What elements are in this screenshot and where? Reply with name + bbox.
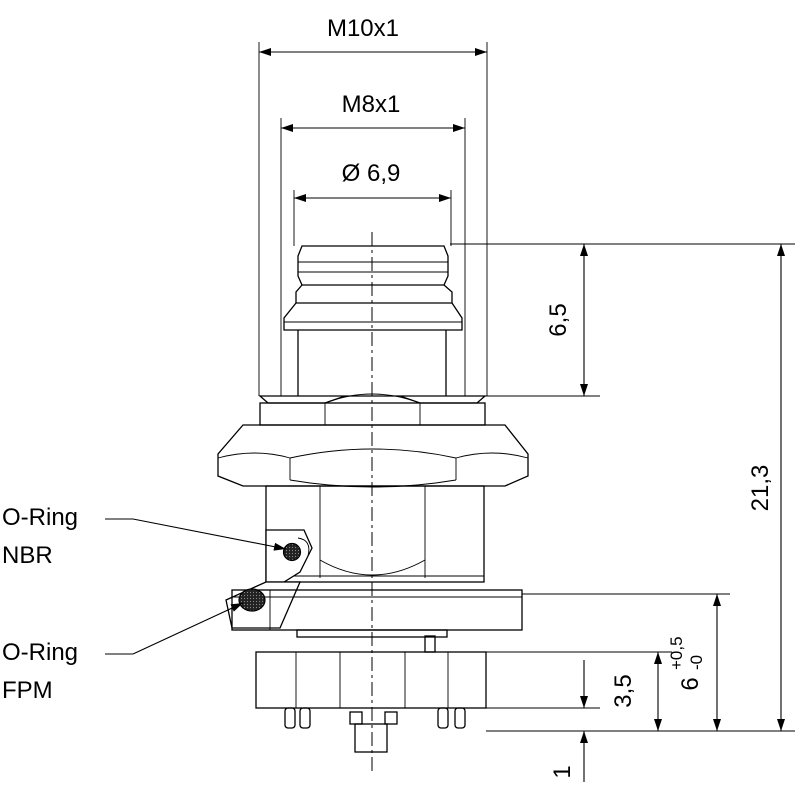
dimension-6-flange <box>522 593 730 731</box>
flange-tolerance-plus: +0,5 <box>667 636 686 670</box>
o-ring-fpm <box>238 588 266 612</box>
oring-nbr-label-line2: NBR <box>2 542 53 569</box>
total-height-label: 21,3 <box>747 465 774 512</box>
dimension-6-5 <box>450 243 795 397</box>
flange-height-label: 6 <box>677 677 704 690</box>
pin-length-label: 1 <box>549 765 576 778</box>
oring-nbr-leader <box>105 518 287 551</box>
dimension-m10x1 <box>258 42 488 396</box>
pcb-base <box>255 635 487 753</box>
oring-fpm-label-line1: O-Ring <box>2 639 78 666</box>
o-ring-nbr <box>282 537 310 562</box>
hex-nut <box>217 424 529 488</box>
top-height-label: 6,5 <box>545 303 572 336</box>
dimension-3-5 <box>486 651 672 731</box>
dimension-1 <box>465 660 600 782</box>
oring-fpm-leader <box>105 602 244 655</box>
flange-height-label-group: 6 +0,5 -0 <box>667 636 706 690</box>
dimension-diameter <box>293 190 452 246</box>
dimension-m8x1 <box>280 118 466 396</box>
connector-body <box>225 485 485 629</box>
flange-tolerance-minus: -0 <box>687 655 706 670</box>
m8x1-label: M8x1 <box>342 91 401 118</box>
m10x1-label: M10x1 <box>327 15 399 42</box>
oring-fpm-label-line2: FPM <box>2 677 53 704</box>
pcb-height-label: 3,5 <box>610 674 637 707</box>
diameter-label: Ø 6,9 <box>342 160 401 187</box>
dimension-21-3 <box>486 244 795 732</box>
oring-nbr-label-line1: O-Ring <box>2 504 78 531</box>
connector-head <box>283 245 463 396</box>
